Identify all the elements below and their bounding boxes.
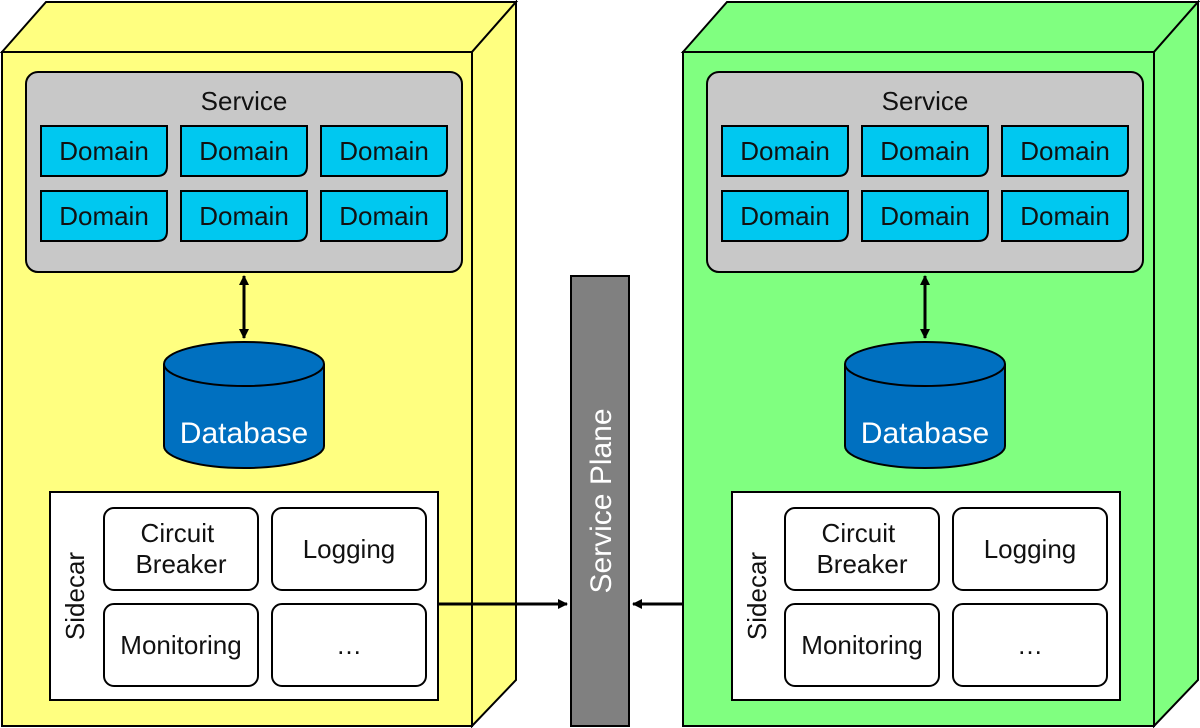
right-domain-5: Domain [861,190,989,242]
svg-text:Domain: Domain [199,136,289,166]
right-domain-6: Domain [1001,190,1129,242]
svg-text:Domain: Domain [880,136,970,166]
right-database: Database [844,341,1006,469]
left-container-top [0,0,519,53]
left-logging [271,507,427,591]
svg-text:Domain: Domain [199,201,289,231]
svg-text:Domain: Domain [339,136,429,166]
right-domain-3: Domain [1001,125,1129,177]
svg-text:Domain: Domain [339,201,429,231]
left-domain-6: Domain [320,190,448,242]
left-service-label: Service [201,86,288,116]
svg-text:Domain: Domain [880,201,970,231]
svg-text:Domain: Domain [1020,136,1110,166]
svg-text:Domain: Domain [59,201,149,231]
right-more [952,603,1108,687]
left-container-side [471,0,517,728]
left-more-label: … [336,630,362,660]
left-database-label: Database [180,417,308,450]
right-more-label: … [1017,630,1043,660]
right-sidecar-label: Sidecar [742,552,772,640]
right-domain-1: Domain [721,125,849,177]
left-circuit-breaker [103,507,259,591]
left-logging-label: Logging [303,534,396,564]
left-sidecar-label: Sidecar [60,552,90,640]
left-domain-3: Domain [320,125,448,177]
svg-text:Domain: Domain [740,136,830,166]
svg-text:Domain: Domain [1020,201,1110,231]
left-monitoring-label: Monitoring [120,630,241,660]
right-container-side [1153,0,1199,728]
left-domain-2: Domain [180,125,308,177]
right-logging [952,507,1108,591]
right-domain-2: Domain [861,125,989,177]
left-domain-5: Domain [180,190,308,242]
right-logging-label: Logging [984,534,1077,564]
right-service-label: Service [882,86,969,116]
left-circuit-breaker-label: Circuit Breaker [135,518,226,579]
right-circuit-breaker-label: Circuit Breaker [816,518,907,579]
right-domain-4: Domain [721,190,849,242]
svg-text:Domain: Domain [59,136,149,166]
right-monitoring [784,603,940,687]
left-domain-4: Domain [40,190,168,242]
service-plane-label: Service Plane [585,408,618,593]
svg-text:Domain: Domain [740,201,830,231]
right-container-top [680,0,1200,53]
left-node: Service Domain Domain Domain Domain Doma… [0,0,519,728]
left-database: Database [163,341,325,469]
left-domain-1: Domain [40,125,168,177]
service-plane: Service Plane [570,275,630,727]
right-database-label: Database [861,417,989,450]
right-circuit-breaker [784,507,940,591]
right-node: Service Domain Domain Domain Domain Doma… [680,0,1200,728]
left-monitoring [103,603,259,687]
left-more [271,603,427,687]
right-monitoring-label: Monitoring [801,630,922,660]
